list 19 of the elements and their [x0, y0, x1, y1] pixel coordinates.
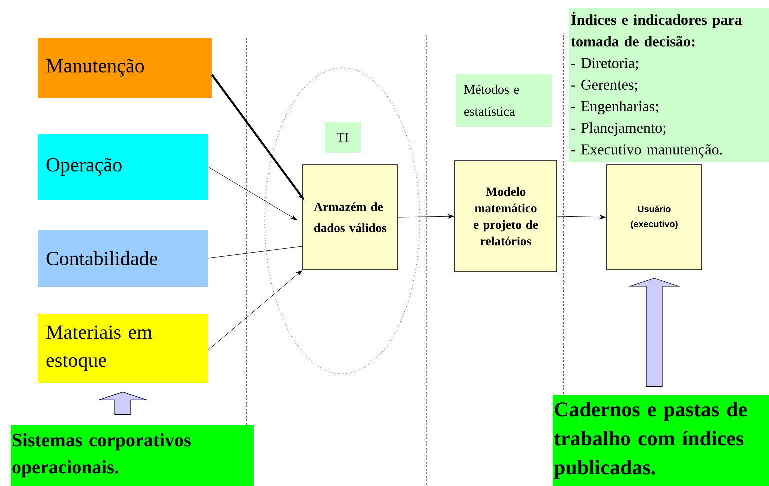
category-box: Contabilidade — [38, 230, 208, 287]
arrow — [557, 215, 606, 220]
process-box: Usuário (executivo) — [606, 164, 702, 270]
caption-box: Cadernos e pastas de trabalho com índices publicadas. — [553, 394, 769, 486]
caption-box: Sistemas corporativos operacionais. — [11, 424, 254, 486]
ellipse-outline — [264, 68, 420, 374]
label-box: TI — [325, 122, 361, 153]
block-arrow — [628, 278, 680, 388]
category-box: Operação — [38, 134, 208, 200]
process-box: Armazém de dados válidos — [302, 164, 398, 270]
label-box: Métodos e estatística — [456, 74, 552, 127]
arrow — [208, 270, 302, 351]
category-box: Manutenção — [38, 38, 212, 98]
arrow — [208, 166, 298, 220]
category-box: Materiais em estoque — [38, 314, 208, 383]
note-box: Índices e indicadores para tomada de decisão: - Diretoria; - Gerentes; - Engenharias; - Planejamento; - Executivo manutenção. — [569, 8, 769, 162]
process-box: Modelo matemático e projeto de relatórios — [454, 160, 558, 272]
arrow — [398, 214, 454, 219]
block-arrow — [97, 392, 149, 416]
